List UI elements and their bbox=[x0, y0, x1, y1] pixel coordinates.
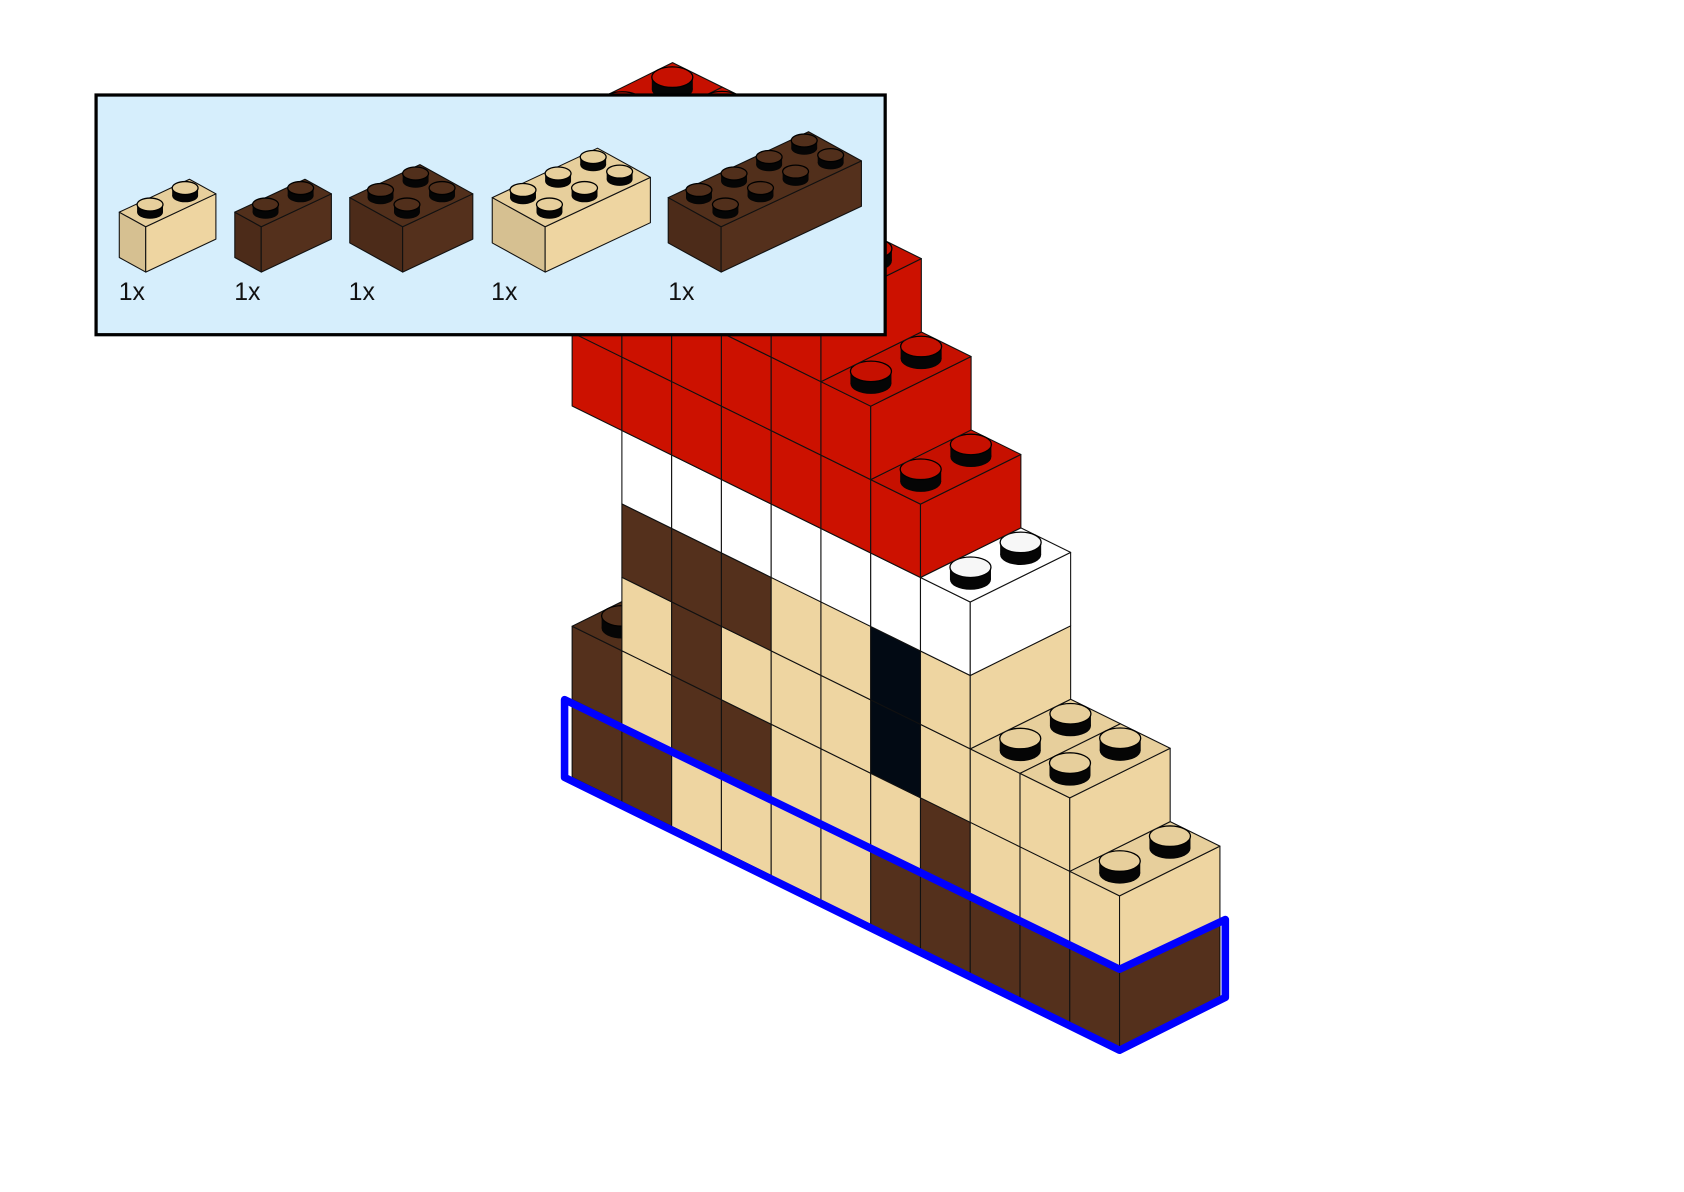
stud bbox=[1098, 850, 1141, 884]
stud-top bbox=[1099, 727, 1142, 750]
stud-top bbox=[781, 164, 810, 179]
stud bbox=[579, 149, 607, 172]
stud-top bbox=[899, 458, 942, 481]
stud bbox=[899, 335, 943, 370]
part-brick-brown-1x2 bbox=[234, 178, 332, 273]
part-brick-brown-2x4 bbox=[667, 131, 862, 273]
stud bbox=[402, 166, 430, 188]
stud-top bbox=[535, 197, 564, 212]
stud bbox=[428, 180, 456, 203]
stud-top bbox=[685, 182, 713, 198]
stud bbox=[509, 182, 537, 205]
stud bbox=[746, 180, 775, 203]
part-brick-tan-1x2 bbox=[118, 178, 217, 273]
stud-top bbox=[790, 133, 818, 148]
stud-top bbox=[393, 197, 421, 212]
stud bbox=[606, 164, 634, 186]
part-quantity: 1x bbox=[234, 279, 261, 306]
stud-top bbox=[746, 180, 775, 196]
stud bbox=[251, 197, 280, 219]
stud-top bbox=[579, 149, 607, 165]
part-brick-brown-2x2 bbox=[349, 164, 474, 273]
brick-layer-1 bbox=[571, 699, 1221, 1048]
stud bbox=[171, 180, 199, 203]
stud-top bbox=[849, 360, 893, 383]
stud bbox=[790, 133, 818, 155]
stud-top bbox=[428, 180, 456, 196]
stud-top bbox=[136, 197, 164, 212]
stud bbox=[711, 197, 740, 219]
stud-top bbox=[999, 727, 1042, 750]
stud bbox=[136, 197, 164, 219]
stud-top bbox=[720, 166, 748, 181]
brick-layer-5 bbox=[621, 429, 1072, 677]
stud bbox=[781, 164, 810, 186]
part-quantity: 1x bbox=[349, 279, 376, 306]
stud-top bbox=[1049, 702, 1092, 725]
stud-top bbox=[366, 182, 395, 198]
stud-top bbox=[171, 180, 199, 196]
stud-top bbox=[251, 197, 280, 212]
part-top-face bbox=[349, 164, 474, 228]
stud bbox=[1099, 727, 1142, 761]
stud bbox=[1049, 702, 1092, 737]
brick-layer-6 bbox=[571, 332, 1022, 579]
stud-top bbox=[949, 556, 992, 579]
stud-top bbox=[817, 148, 845, 163]
stud-top bbox=[544, 166, 572, 181]
stud bbox=[544, 166, 572, 188]
stud bbox=[755, 149, 783, 172]
stud-top bbox=[509, 182, 537, 198]
stud-top bbox=[570, 180, 599, 196]
part-quantity: 1x bbox=[668, 279, 695, 306]
brick-layer-4 bbox=[621, 503, 1072, 750]
stud bbox=[949, 433, 993, 468]
stud bbox=[949, 556, 992, 590]
stud-top bbox=[606, 164, 634, 179]
brick-layer-3 bbox=[621, 576, 1171, 872]
stud bbox=[817, 148, 845, 170]
stud bbox=[366, 182, 395, 205]
stud bbox=[849, 360, 893, 394]
stud-top bbox=[651, 66, 694, 89]
stud-top bbox=[402, 166, 430, 181]
stud bbox=[899, 458, 942, 492]
part-quantity: 1x bbox=[119, 279, 146, 306]
stud-top bbox=[755, 149, 783, 165]
stud-top bbox=[999, 531, 1042, 554]
stud-top bbox=[711, 197, 740, 212]
stud-top bbox=[949, 433, 993, 456]
stud-top bbox=[1148, 825, 1192, 848]
stud bbox=[1148, 825, 1192, 859]
stud bbox=[685, 182, 713, 205]
stud bbox=[1048, 752, 1092, 786]
stud bbox=[393, 197, 421, 219]
part-quantity: 1x bbox=[491, 279, 518, 306]
stud bbox=[999, 727, 1042, 762]
stud bbox=[570, 180, 599, 203]
stud bbox=[287, 180, 315, 203]
stud bbox=[999, 531, 1042, 565]
parts-callout: 1x 1x 1x 1x 1x bbox=[94, 93, 887, 337]
stud-top bbox=[287, 180, 315, 196]
new-layer-highlight-outline bbox=[560, 695, 1230, 1055]
part-brick-tan-2x3 bbox=[491, 147, 651, 273]
stud bbox=[720, 166, 748, 188]
stud-top bbox=[899, 335, 943, 358]
stud-top bbox=[1098, 850, 1141, 872]
stud-top bbox=[1048, 752, 1092, 774]
stud bbox=[535, 197, 564, 219]
